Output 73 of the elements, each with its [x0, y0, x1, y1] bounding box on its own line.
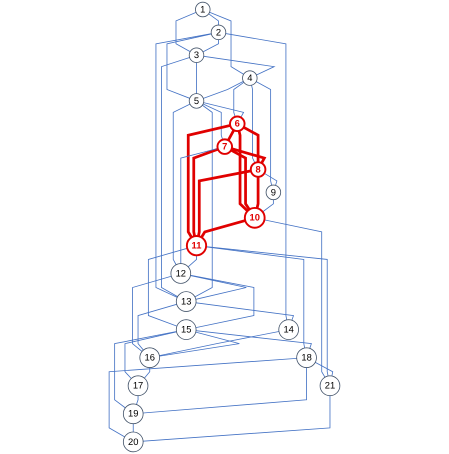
edge-line [136, 395, 138, 405]
edge-line [233, 82, 244, 118]
edge-line [202, 104, 224, 140]
edge-line [186, 124, 230, 238]
node-circle: 6 [229, 116, 246, 132]
edge-line [194, 104, 213, 298]
edge-line [196, 302, 294, 321]
edge-line [124, 331, 177, 379]
edge-line [148, 248, 188, 327]
node-circle: 19 [122, 404, 144, 424]
node-circle: 3 [188, 48, 204, 63]
edge-line [206, 246, 328, 376]
edge-line [142, 367, 307, 414]
node-circle: 2 [210, 24, 226, 40]
edge-line [238, 130, 249, 212]
node-circle: 16 [139, 347, 160, 368]
edge-line [251, 84, 256, 164]
edge-line [108, 358, 298, 438]
edge-line [138, 304, 178, 350]
edge-line [203, 102, 244, 118]
edge-line [176, 12, 196, 52]
node-circle: 11 [186, 235, 208, 256]
node-circle: 7 [216, 138, 234, 155]
edge-line [256, 176, 260, 209]
node-circle: 12 [170, 263, 192, 284]
edge-line [197, 170, 252, 236]
edge-line [230, 148, 250, 210]
node-circle: 4 [242, 70, 258, 86]
edge-line [114, 331, 177, 408]
node-circle: 18 [296, 347, 317, 368]
edge-line [202, 81, 244, 99]
edge-line [188, 254, 197, 268]
edge-line [196, 62, 197, 94]
edge-line [264, 219, 326, 378]
edge-line [262, 199, 274, 212]
edge-line [180, 148, 218, 264]
node-circle: 17 [128, 375, 148, 396]
edge-line [208, 13, 219, 26]
edge-line [203, 56, 276, 76]
edge-line [202, 39, 219, 52]
edge-line [159, 331, 280, 356]
node-circle: 5 [188, 93, 204, 109]
edge-line [159, 332, 240, 357]
node-circle: 10 [244, 206, 266, 229]
edge-line [190, 274, 254, 328]
edge-line [314, 362, 334, 376]
edge-line [200, 219, 246, 238]
node-circle: 21 [320, 375, 340, 396]
edge-line [190, 275, 247, 300]
edge-line [192, 148, 218, 236]
edge-line [206, 246, 306, 348]
edge-line [172, 104, 190, 266]
node-circle: 15 [176, 319, 196, 340]
node-circle: 8 [250, 161, 266, 178]
node-circle: 14 [278, 319, 299, 340]
node-circle: 9 [266, 184, 282, 200]
edge-line [264, 172, 278, 186]
edge-line [132, 276, 172, 352]
edge-line [227, 130, 235, 141]
edge-line [256, 81, 272, 186]
edge-line [225, 33, 288, 320]
edge-line [209, 12, 244, 75]
node-circle: 1 [195, 2, 210, 18]
edge-line [196, 330, 312, 349]
edge-line [161, 57, 190, 298]
edge-line [166, 34, 212, 99]
edge-line [156, 33, 212, 298]
edge-line [231, 147, 266, 164]
edge-line [142, 395, 330, 442]
edge-line [243, 126, 260, 162]
edge-line [144, 367, 150, 379]
node-circle: 13 [176, 291, 196, 312]
node-circle: 20 [122, 432, 144, 452]
